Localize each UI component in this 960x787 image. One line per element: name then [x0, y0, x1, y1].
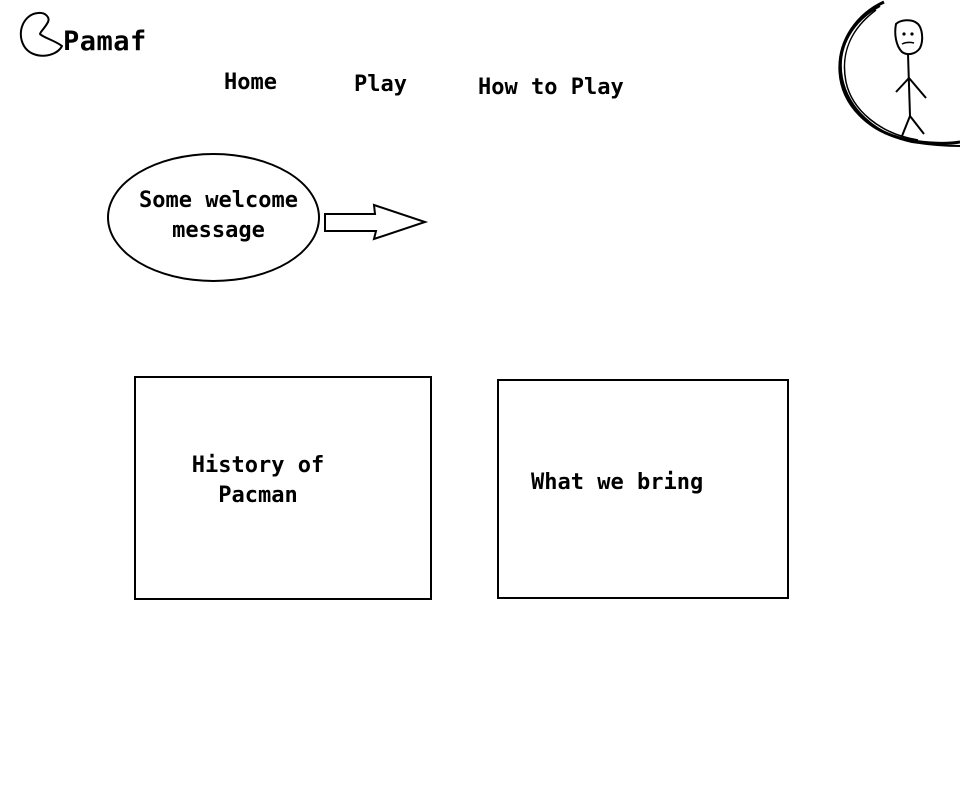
nav-home-link[interactable]: Home	[224, 70, 277, 95]
history-box-title: History of Pacman	[191, 453, 325, 508]
history-box[interactable]	[134, 376, 432, 600]
profile-avatar[interactable]	[828, 0, 960, 150]
right-arrow-icon	[322, 203, 430, 243]
what-we-bring-box[interactable]	[497, 379, 789, 599]
pacman-icon	[18, 6, 66, 58]
logo-text[interactable]: Pamaf	[63, 26, 147, 57]
stick-figure-avatar-icon	[838, 0, 960, 147]
welcome-bubble: Some welcome message	[107, 153, 320, 282]
what-we-bring-box-title: What we bring	[531, 470, 704, 495]
nav-play-link[interactable]: Play	[354, 72, 407, 97]
nav-how-to-play-link[interactable]: How to Play	[478, 75, 624, 100]
welcome-message: Some welcome message	[139, 187, 298, 243]
